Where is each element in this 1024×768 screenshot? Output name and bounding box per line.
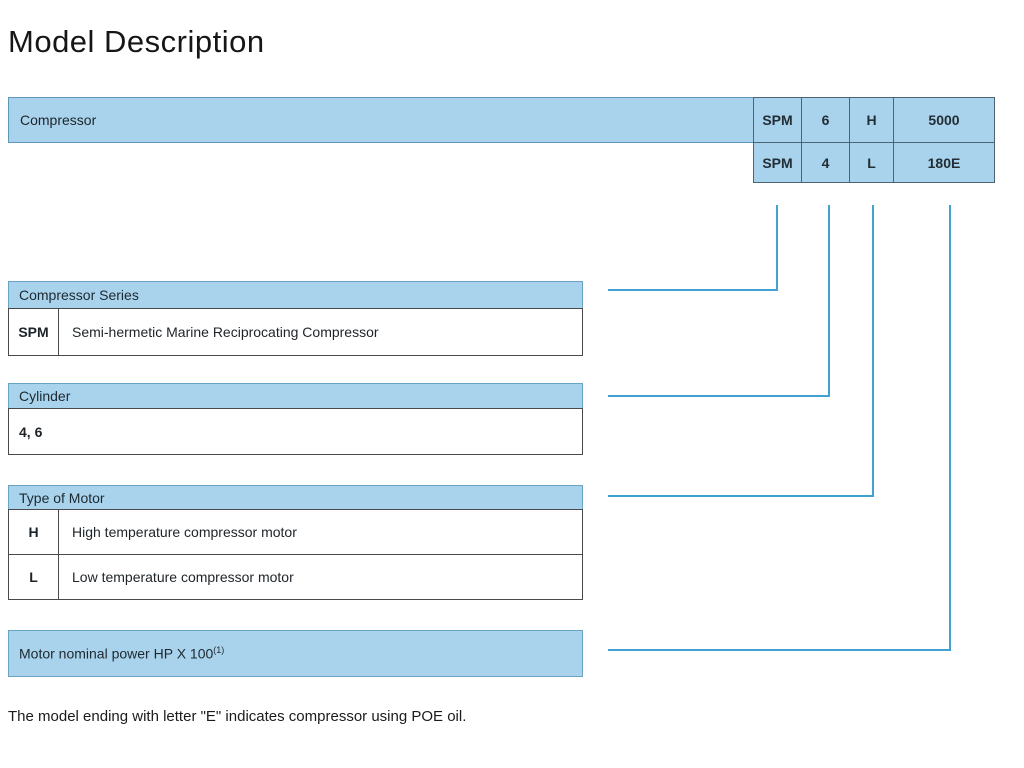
model-cell-cylinder-row1: 6 bbox=[801, 97, 850, 143]
connector-series-horizontal bbox=[608, 289, 778, 291]
compressor-bar: Compressor bbox=[8, 97, 754, 143]
power-bar-label: Motor nominal power HP X 100(1) bbox=[19, 645, 224, 662]
connector-motor-vertical bbox=[872, 205, 874, 497]
model-cell-motor-row2: L bbox=[849, 142, 894, 183]
power-bar: Motor nominal power HP X 100(1) bbox=[8, 630, 583, 677]
model-cell-series-row2: SPM bbox=[753, 142, 802, 183]
series-header-label: Compressor Series bbox=[19, 287, 139, 303]
model-cell-series-row1: SPM bbox=[753, 97, 802, 143]
model-cell-motor-row1: H bbox=[849, 97, 894, 143]
motor-code-h: H bbox=[9, 510, 59, 554]
cylinder-header-label: Cylinder bbox=[19, 388, 71, 404]
connector-cylinder-horizontal bbox=[608, 395, 830, 397]
model-cell-power-row2: 180E bbox=[893, 142, 995, 183]
cylinder-header: Cylinder bbox=[8, 383, 583, 409]
series-code: SPM bbox=[9, 309, 59, 355]
series-header: Compressor Series bbox=[8, 281, 583, 309]
motor-desc-l: Low temperature compressor motor bbox=[72, 569, 294, 585]
motor-row-l: L Low temperature compressor motor bbox=[8, 554, 583, 600]
footnote: The model ending with letter "E" indicat… bbox=[8, 708, 467, 725]
connector-series-vertical bbox=[776, 205, 778, 291]
motor-header: Type of Motor bbox=[8, 485, 583, 510]
series-desc: Semi-hermetic Marine Reciprocating Compr… bbox=[72, 324, 379, 340]
connector-cylinder-vertical bbox=[828, 205, 830, 397]
power-bar-footnote-mark: (1) bbox=[213, 645, 225, 656]
compressor-bar-label: Compressor bbox=[20, 112, 97, 128]
connector-motor-horizontal bbox=[608, 495, 874, 497]
page-title: Model Description bbox=[8, 24, 265, 59]
cylinder-row: 4, 6 bbox=[8, 408, 583, 455]
motor-desc-h: High temperature compressor motor bbox=[72, 524, 297, 540]
model-cell-power-row1: 5000 bbox=[893, 97, 995, 143]
power-bar-text: Motor nominal power HP X 100 bbox=[19, 645, 214, 662]
connector-power-horizontal bbox=[608, 649, 951, 651]
motor-row-h: H High temperature compressor motor bbox=[8, 509, 583, 555]
series-row: SPM Semi-hermetic Marine Reciprocating C… bbox=[8, 308, 583, 356]
model-cell-cylinder-row2: 4 bbox=[801, 142, 850, 183]
cylinder-value: 4, 6 bbox=[19, 423, 43, 440]
motor-code-l: L bbox=[9, 555, 59, 599]
motor-header-label: Type of Motor bbox=[19, 489, 105, 506]
connector-power-vertical bbox=[949, 205, 951, 651]
